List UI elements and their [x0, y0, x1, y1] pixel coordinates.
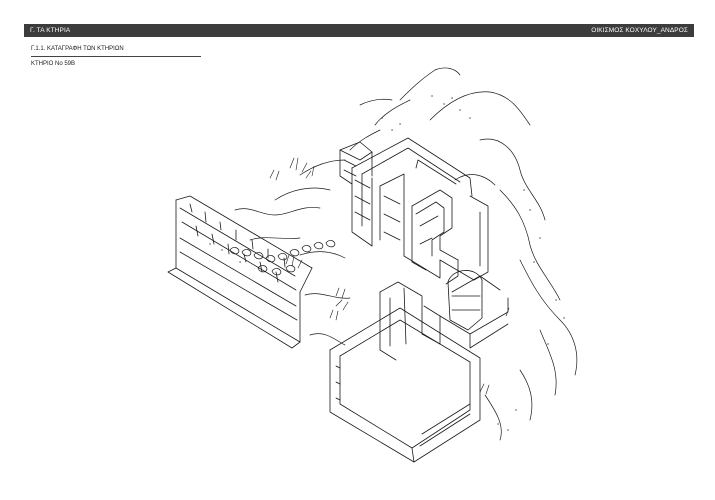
passage	[379, 275, 509, 361]
heading-divider	[31, 56, 201, 57]
chapter-title: Γ. ΤΑ ΚΤΗΡΙΑ	[30, 27, 71, 34]
building-label: ΚΤΗΡΙΟ Νο 59Β	[31, 61, 76, 67]
terrain-lines	[234, 67, 578, 441]
left-tower	[339, 141, 373, 185]
settlement-title: ΟΙΚΙΣΜΟΣ ΚΟΧΥΛΟΥ_ΑΝΔΡΟΣ	[591, 27, 688, 34]
upper-room	[351, 137, 489, 281]
header-bar: Γ. ΤΑ ΚΤΗΡΙΑ ΟΙΚΙΣΜΟΣ ΚΟΧΥΛΟΥ_ΑΝΔΡΟΣ	[24, 24, 694, 37]
rubble-stones	[229, 240, 336, 276]
stipple-dots	[209, 95, 565, 431]
lower-room	[329, 307, 481, 463]
terrace-wall	[167, 195, 313, 349]
section-heading: Γ.1.1. ΚΑΤΑΓΡΑΦΗ ΤΩΝ ΚΤΗΡΙΩΝ	[31, 46, 124, 52]
oven-structure	[447, 270, 483, 331]
rock-hatching	[269, 157, 510, 395]
inner-stair-wall	[411, 189, 459, 285]
